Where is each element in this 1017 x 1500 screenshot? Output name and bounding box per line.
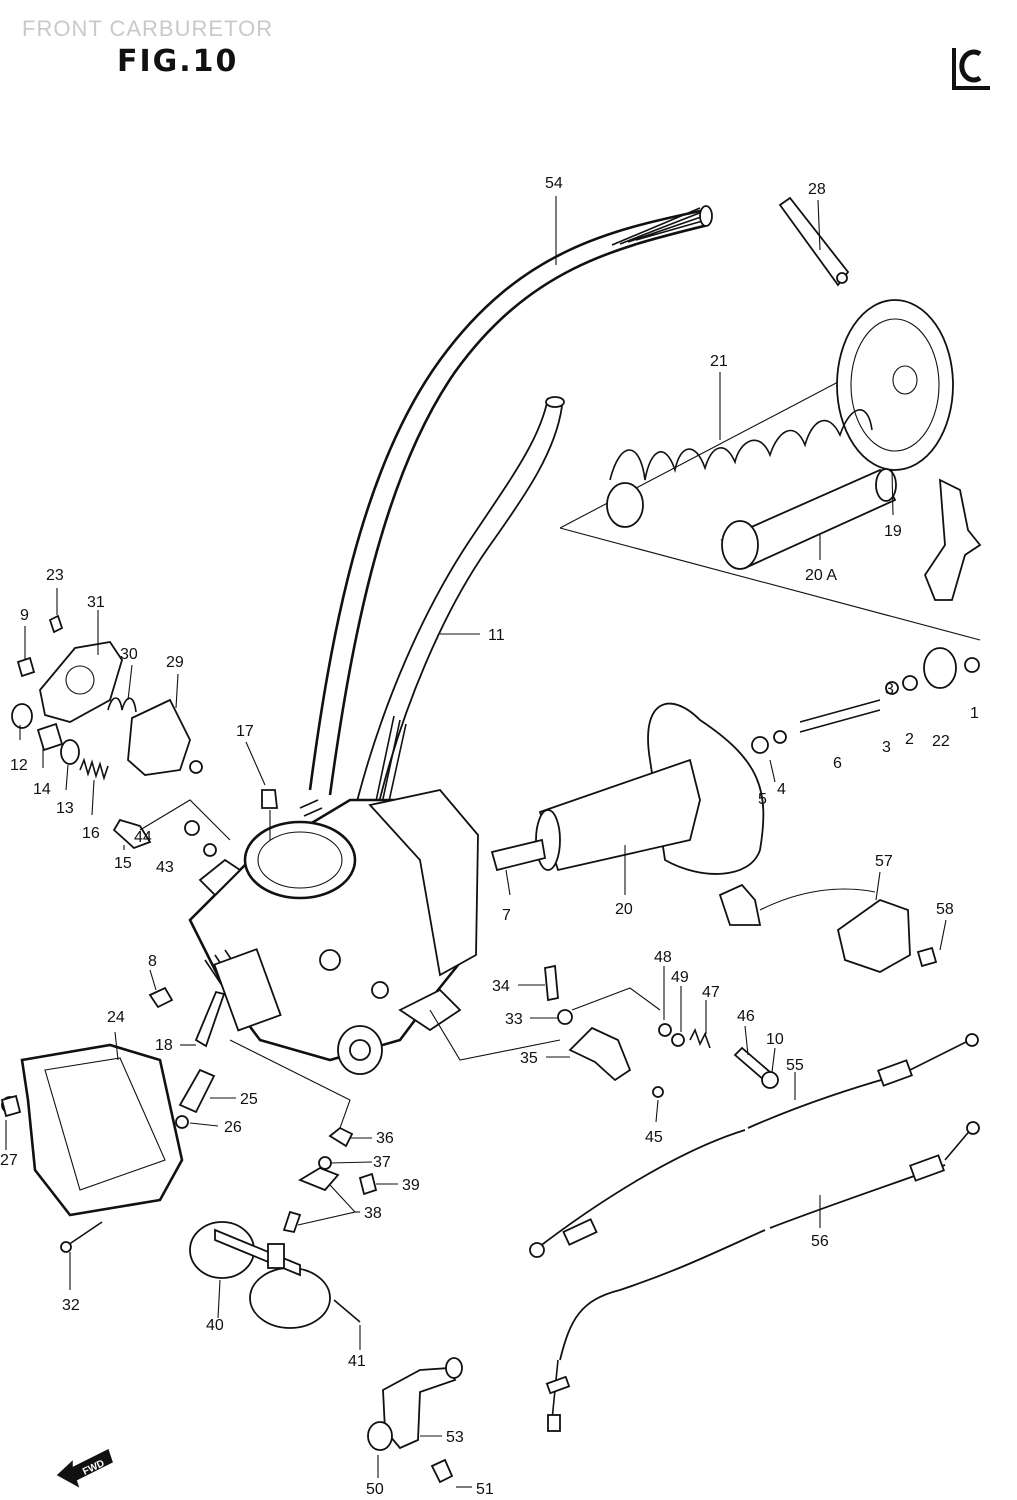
callout-33: 33 [505, 1011, 523, 1028]
callout-14: 14 [33, 781, 51, 798]
callout-53: 53 [446, 1429, 464, 1446]
callout-43: 43 [156, 859, 174, 876]
callout-24: 24 [107, 1009, 125, 1026]
callout-20a: 20 A [805, 567, 837, 584]
callout-23: 23 [46, 567, 64, 584]
callout-28: 28 [808, 181, 826, 198]
callout-39: 39 [402, 1177, 420, 1194]
callout-10: 10 [766, 1031, 784, 1048]
callout-34: 34 [492, 978, 510, 995]
figure-number: FIG.10 [117, 44, 239, 79]
callout-11: 11 [488, 627, 505, 644]
callout-7: 7 [502, 907, 511, 924]
callout-12: 12 [10, 757, 28, 774]
callout-25: 25 [240, 1091, 258, 1108]
carburetor-body [188, 789, 479, 1075]
callout-40: 40 [206, 1317, 224, 1334]
callout-9: 9 [20, 607, 29, 624]
callout-1: 1 [970, 705, 979, 722]
throttle-cables [529, 1033, 980, 1432]
callout-27: 27 [0, 1152, 18, 1169]
callout-18: 18 [155, 1037, 173, 1054]
callout-54: 54 [545, 175, 563, 192]
callout-26: 26 [224, 1119, 242, 1136]
callout-49: 49 [671, 969, 689, 986]
callout-6: 6 [833, 755, 842, 772]
callout-22: 22 [932, 733, 950, 750]
float-bowl-24 [1, 1043, 184, 1217]
callout-labels: 54 28 21 19 20 A 11 23 31 9 30 29 12 14 … [0, 175, 979, 1498]
callout-17: 17 [236, 723, 254, 740]
callout-56: 56 [811, 1233, 829, 1250]
callout-35: 35 [520, 1050, 538, 1067]
callout-44: 44 [134, 829, 152, 846]
callout-5: 5 [758, 791, 767, 808]
callout-21: 21 [710, 353, 728, 370]
callout-15: 15 [114, 855, 132, 872]
callout-29: 29 [166, 654, 184, 671]
callout-50: 50 [366, 1481, 384, 1498]
callout-37: 37 [373, 1154, 391, 1171]
callout-47: 47 [702, 984, 720, 1001]
callout-32: 32 [62, 1297, 80, 1314]
callout-31: 31 [87, 594, 105, 611]
callout-8: 8 [148, 953, 157, 970]
callout-3-upper: 3 [885, 681, 894, 698]
callout-51: 51 [476, 1481, 494, 1498]
leader-lines [5, 196, 947, 1488]
callout-3-lower: 3 [882, 739, 891, 756]
callout-4: 4 [777, 781, 786, 798]
callout-36: 36 [376, 1130, 394, 1147]
callout-38: 38 [364, 1205, 382, 1222]
hose-11 [349, 396, 565, 833]
section-title: FRONT CARBURETOR [22, 16, 274, 41]
callout-57: 57 [875, 853, 893, 870]
callout-20: 20 [615, 901, 633, 918]
callout-46: 46 [737, 1008, 755, 1025]
callout-16: 16 [82, 825, 100, 842]
callout-55: 55 [786, 1057, 804, 1074]
callout-30: 30 [120, 646, 138, 663]
callout-2: 2 [905, 731, 914, 748]
fwd-arrow: FWD [56, 1448, 113, 1488]
spring-group [559, 196, 982, 641]
callout-41: 41 [348, 1353, 366, 1370]
callout-48: 48 [654, 949, 672, 966]
callout-13: 13 [56, 800, 74, 817]
callout-58: 58 [936, 901, 954, 918]
small-parts [0, 614, 938, 1484]
float-40 [189, 1221, 331, 1329]
page-corner-mark [952, 48, 990, 90]
callout-19: 19 [884, 523, 902, 540]
callout-45: 45 [645, 1129, 663, 1146]
diaphragm-20 [490, 647, 980, 875]
